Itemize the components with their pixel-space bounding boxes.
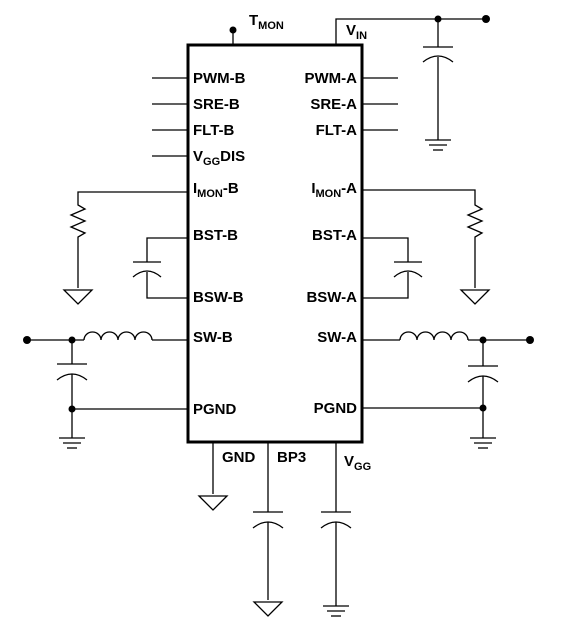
right-pin-stubs — [362, 77, 398, 131]
pin-bp3: BP3 — [277, 449, 306, 466]
tmon-net — [229, 26, 237, 45]
bp3-capacitor-net — [252, 442, 284, 617]
sw-b-output-net — [23, 331, 188, 449]
bst-a-capacitor-net — [362, 237, 423, 299]
pin-imon-a: IMON-A — [311, 180, 357, 200]
pin-sre-b: SRE-B — [193, 96, 240, 113]
gnd-net — [197, 442, 229, 511]
tmon-label: TMON — [249, 12, 284, 32]
pin-vgg: VGG — [344, 453, 371, 473]
pin-vggdis: VGGDIS — [193, 148, 245, 168]
pin-bsw-a: BSW-A — [306, 289, 357, 306]
vgg-capacitor-net — [320, 442, 352, 617]
pin-pgnd-b: PGND — [193, 401, 237, 418]
pin-pwm-b: PWM-B — [193, 70, 246, 87]
imon-a-resistor-net — [362, 189, 491, 305]
pin-bst-b: BST-B — [193, 227, 238, 244]
pin-imon-b: IMON-B — [193, 180, 239, 200]
pin-pgnd-a: PGND — [314, 400, 358, 417]
vin-label: VIN — [346, 22, 367, 42]
bst-b-capacitor-net — [132, 237, 188, 299]
pin-bst-a: BST-A — [312, 227, 357, 244]
pin-gnd: GND — [222, 449, 256, 466]
vin-net — [335, 15, 490, 151]
pin-pwm-a: PWM-A — [305, 70, 358, 87]
pin-flt-a: FLT-A — [316, 122, 358, 139]
pin-bsw-b: BSW-B — [193, 289, 244, 306]
pin-sre-a: SRE-A — [310, 96, 357, 113]
ic-body — [186, 43, 364, 444]
sw-a-output-net — [362, 331, 534, 449]
pin-flt-b: FLT-B — [193, 122, 235, 139]
left-pin-stubs — [152, 77, 188, 157]
pin-sw-a: SW-A — [317, 329, 357, 346]
imon-b-resistor-net — [62, 191, 188, 305]
pin-sw-b: SW-B — [193, 329, 233, 346]
